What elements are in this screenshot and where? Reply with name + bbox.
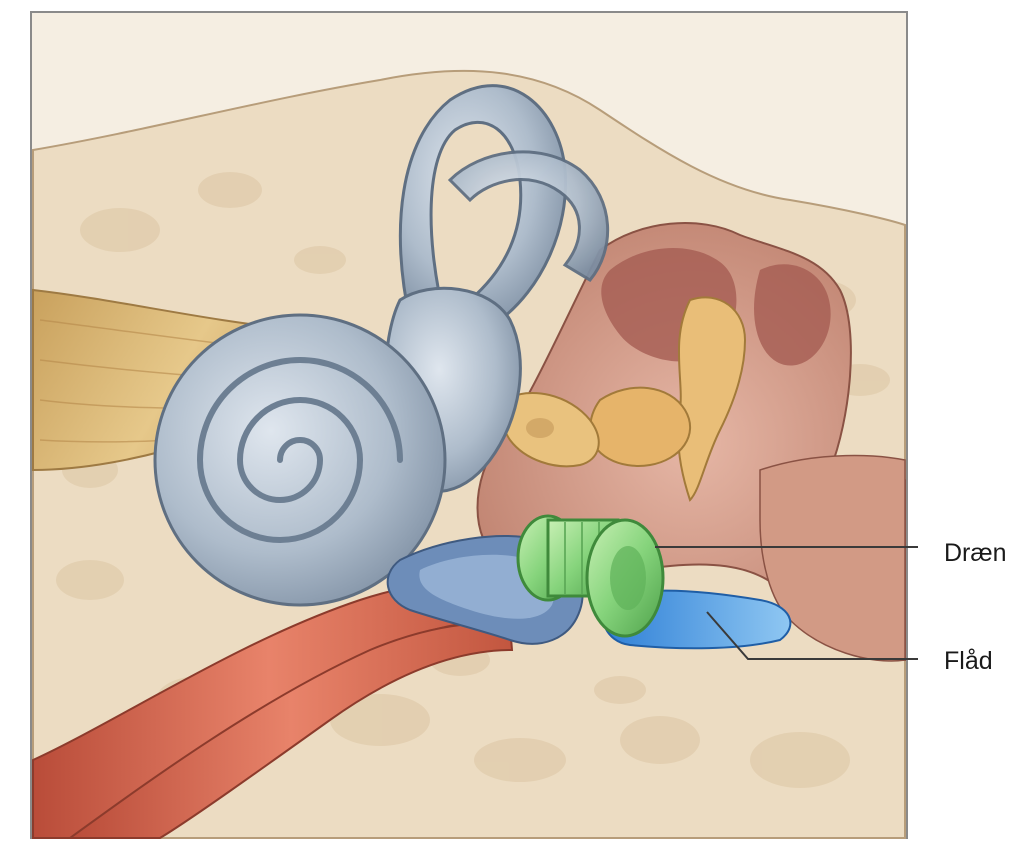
label-flaad: Flåd	[944, 649, 993, 674]
label-draen: Dræn	[944, 541, 1007, 566]
